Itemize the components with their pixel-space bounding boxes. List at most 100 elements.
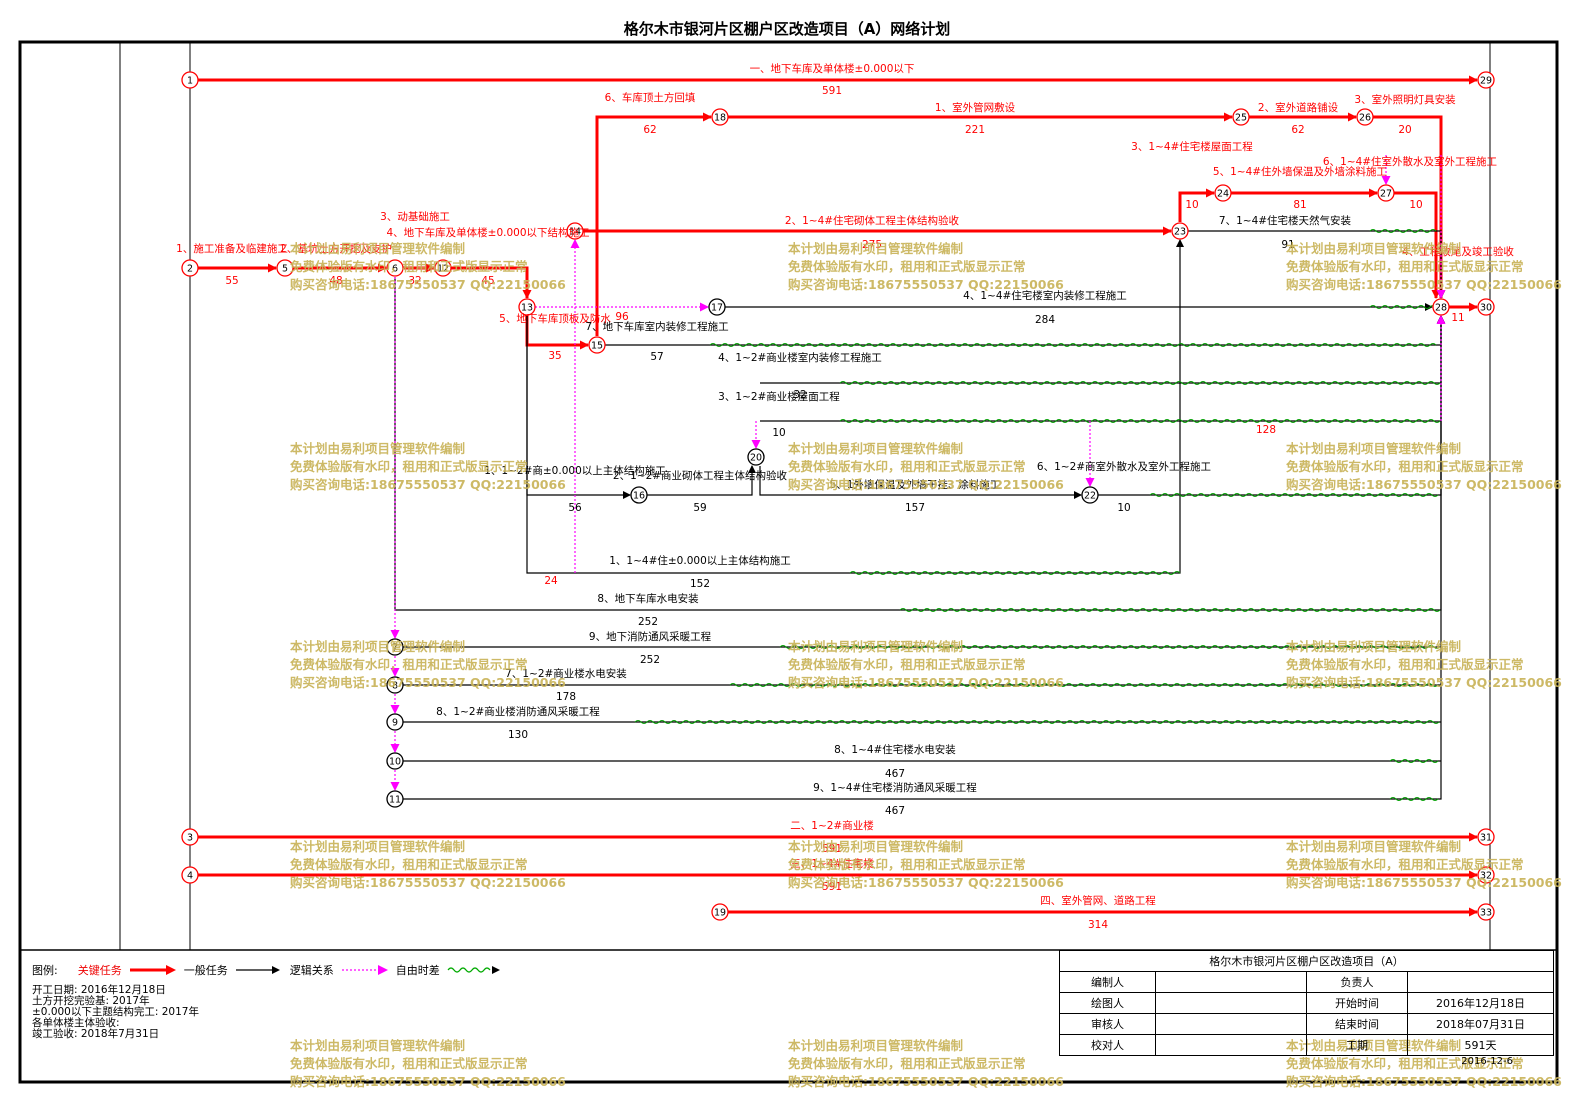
activity-label: 5、1~4#住外墙保温及外墙涂料施工 (1213, 165, 1387, 178)
activity-duration: 62 (643, 124, 656, 136)
node-number: 31 (1480, 833, 1492, 844)
node-circle (181, 866, 199, 884)
activity-arrow (1394, 191, 1441, 299)
legend-normal-arrow (235, 966, 280, 974)
activity-label: 4、地下车库及单体楼±0.000以下结构施工 (386, 226, 589, 239)
activity-duration: 130 (508, 729, 528, 741)
node-number: 6 (392, 264, 398, 275)
float-label: 128 (1256, 424, 1276, 436)
free-float (709, 343, 1437, 347)
node-circle (747, 448, 765, 466)
activity-duration: 45 (481, 275, 494, 287)
activity-label: 3、1~4#住宅楼屋面工程 (1131, 140, 1253, 153)
activity-duration: 591 (822, 843, 842, 855)
activity-label: 1、施工准备及临建施工 (176, 242, 288, 255)
activity-duration: 59 (693, 502, 706, 514)
node-circle (1477, 298, 1495, 316)
info-line: 开工日期: 2016年12月18日 (32, 984, 166, 996)
activity-label: 2、室外道路铺设 (1258, 101, 1339, 114)
activity-label: 一、地下车库及单体楼±0.000以下 (750, 62, 915, 75)
activity-duration: 55 (225, 275, 238, 287)
node-number: 29 (1480, 76, 1492, 87)
node-number: 24 (1217, 189, 1229, 200)
activity-label: 四、室外管网、道路工程 (1040, 894, 1156, 907)
activity-label: 5、地下车库顶板及防水 (499, 312, 611, 325)
node-number: 33 (1480, 908, 1492, 919)
node-circle (630, 486, 648, 504)
node-circle (181, 71, 199, 89)
tb-cell: 校对人 (1059, 1034, 1156, 1056)
activity-label: 7、1~4#住宅楼天然气安装 (1219, 214, 1352, 227)
legend-logic-arrow (341, 965, 388, 975)
node-circle (1477, 903, 1495, 921)
free-float (839, 381, 1441, 385)
activity-duration: 10 (772, 427, 785, 439)
info-line: 土方开挖完验基: 2017年 (32, 995, 150, 1007)
node-number: 9 (392, 718, 398, 729)
activity-arrow (1373, 115, 1446, 299)
node-circle (386, 752, 404, 770)
activity-label: 7、地下车库室内装修工程施工 (585, 320, 728, 333)
tb-cell: 2018年07月31日 (1407, 1013, 1554, 1035)
tb-cell: 结束时间 (1306, 1013, 1408, 1035)
free-float (1149, 493, 1439, 497)
free-float (1369, 305, 1437, 309)
activity-duration: 11 (1451, 312, 1464, 324)
legend-logic: 逻辑关系 (289, 964, 334, 977)
node-number: 17 (711, 303, 723, 314)
activity-duration: 467 (885, 768, 905, 780)
activity-label: 4、工程收尾及竣工验收 (1402, 245, 1514, 258)
node-circle (386, 259, 404, 277)
node-circle (181, 828, 199, 846)
node-number: 13 (521, 303, 533, 314)
legend-float-arrow (447, 966, 500, 974)
free-float (1389, 759, 1439, 763)
node-number: 7 (392, 643, 398, 654)
free-float (779, 645, 1441, 649)
tb-cell (1155, 971, 1307, 993)
node-number: 16 (633, 491, 645, 502)
activity-duration: 284 (1035, 314, 1055, 326)
tb-cell: 工期 (1306, 1034, 1408, 1056)
activity-duration: 32 (408, 275, 421, 287)
node-number: 2 (187, 264, 193, 275)
node-circle (711, 903, 729, 921)
activity-label: 9、地下消防通风采暖工程 (589, 630, 712, 643)
node-circle (1477, 71, 1495, 89)
activity-duration: 252 (638, 616, 658, 628)
activity-label: 三、1~4#住宅楼 (790, 857, 874, 870)
tb-cell: 编制人 (1059, 971, 1156, 993)
title-block: 格尔木市银河片区棚户区改造项目（A） 编制人 负责人 绘图人 开始时间 2016… (1059, 950, 1554, 1067)
tb-date: 2016-12-6 (1461, 1056, 1513, 1067)
activity-label: 2、1~2#商业砌体工程主体结构验收 (613, 469, 788, 482)
node-circle (1356, 108, 1374, 126)
activity-arrow (1188, 230, 1445, 299)
tb-cell (1407, 971, 1554, 993)
activity-duration: 252 (640, 654, 660, 666)
legend-float: 自由时差 (395, 964, 440, 977)
activity-label: 3、室外照明灯具安装 (1354, 93, 1456, 106)
title-block-project: 格尔木市银河片区棚户区改造项目（A） (1059, 950, 1554, 972)
node-circle (518, 298, 536, 316)
activity-duration: 56 (568, 502, 582, 514)
node-circle (1477, 828, 1495, 846)
activity-duration: 32 (793, 389, 806, 401)
activity-label: 8、地下车库水电安装 (597, 592, 699, 605)
node-number: 4 (187, 871, 193, 882)
info-line: 竣工验收: 2018年7月31日 (32, 1028, 160, 1040)
node-circle (588, 336, 606, 354)
node-circle (434, 259, 452, 277)
tb-cell (1155, 992, 1307, 1014)
activity-arrow (1178, 188, 1215, 222)
activity-label: 4、1~4#住宅楼室内装修工程施工 (963, 289, 1127, 302)
node-number: 28 (1435, 303, 1447, 314)
tb-cell: 绘图人 (1059, 992, 1156, 1014)
frame (18, 40, 1559, 1084)
legend-critical-arrow (129, 965, 176, 975)
activity-arrow (394, 277, 1445, 611)
activity-label: 6、1~2#商室外散水及室外工程施工 (1037, 460, 1211, 473)
node-number: 1 (187, 76, 193, 87)
node-circle (276, 259, 294, 277)
activity-arrow (759, 466, 1082, 499)
